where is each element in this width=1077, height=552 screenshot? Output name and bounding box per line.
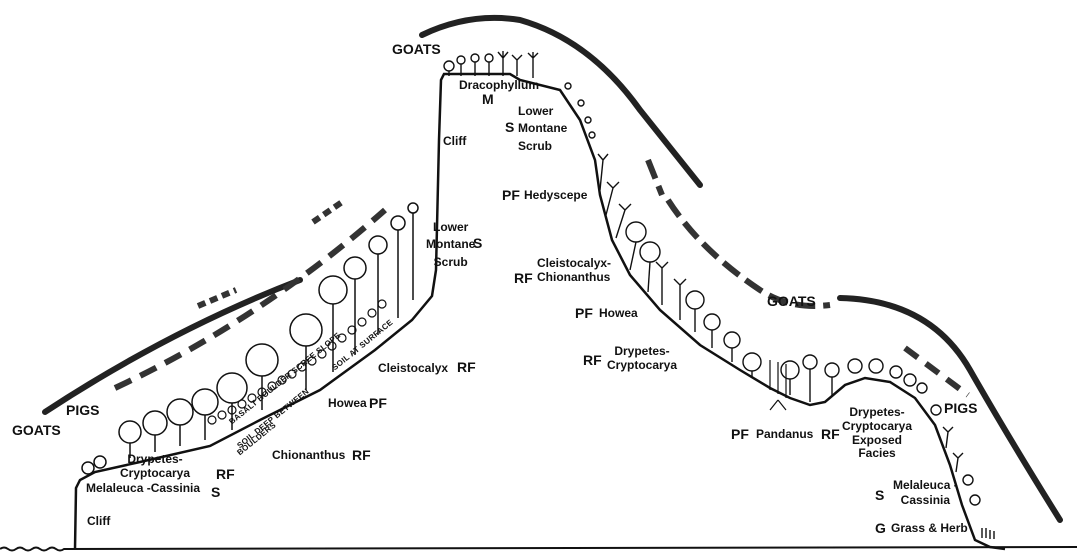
label-cleistocalyx-right-code: RF [514,271,533,285]
label-drypetes-left-code: RF [216,467,235,481]
pandanus-prop-roots [770,360,786,410]
label-melaleuca-left: Melaleuca -Cassinia [86,482,200,494]
label-melaleuca-right: Melaleuca - Cassinia [893,478,958,508]
label-drypetes-left: Drypetes- Cryptocarya [120,453,190,481]
label-howea-right: Howea [599,307,638,319]
label-drypetes-right-code: RF [583,353,602,367]
label-chionanthus-left-code: RF [352,448,371,462]
goats-range-bar-right-upper [648,160,830,306]
label-exposed-facies: Drypetes- Cryptocarya Exposed Facies [842,406,912,461]
label-cliff-top: Cliff [443,135,466,147]
label-cleistocalyx-right: Cleistocalyx- Chionanthus [537,257,611,285]
ground-line [0,547,1077,551]
label-drypetes-right: Drypetes- Cryptocarya [607,345,677,373]
label-melaleuca-left-code: S [211,485,220,499]
label-chionanthus-left: Chionanthus [272,449,345,461]
label-dracophyllum: Dracophyllum [459,79,539,91]
label-grass-herb: Grass & Herb [891,522,968,534]
goats-label-summit: GOATS [392,42,441,56]
label-cliff-bottom: Cliff [87,515,110,527]
label-melaleuca-right-code: S [875,488,884,502]
label-hedyscepe: Hedyscepe [524,189,587,201]
label-lower-montane-right-code: S [505,120,514,134]
label-hedyscepe-code: PF [502,188,520,202]
goats-range-bar-summit [422,18,700,185]
label-pandanus: Pandanus [756,428,813,440]
goats-label-right: GOATS [767,294,816,308]
label-howea-right-code: PF [575,306,593,320]
pigs-label-left: PIGS [66,403,99,417]
label-grass-code: G [875,521,886,535]
label-dracophyllum-code: M [482,92,494,106]
label-cleistocalyx-left: Cleistocalyx [378,362,448,374]
label-lower-montane-left-code: S [473,236,482,250]
pigs-label-right: PIGS [944,401,977,415]
label-exposed-code: RF [821,427,840,441]
goats-label-left: GOATS [12,423,61,437]
label-howea-left: Howea [328,397,367,409]
label-pandanus-code: PF [731,427,749,441]
label-howea-left-code: PF [369,396,387,410]
label-cleistocalyx-left-code: RF [457,360,476,374]
label-lower-montane-right: Lower Montane Scrub [518,103,567,155]
label-lower-montane-left: Lower Montane Scrub [426,219,475,271]
